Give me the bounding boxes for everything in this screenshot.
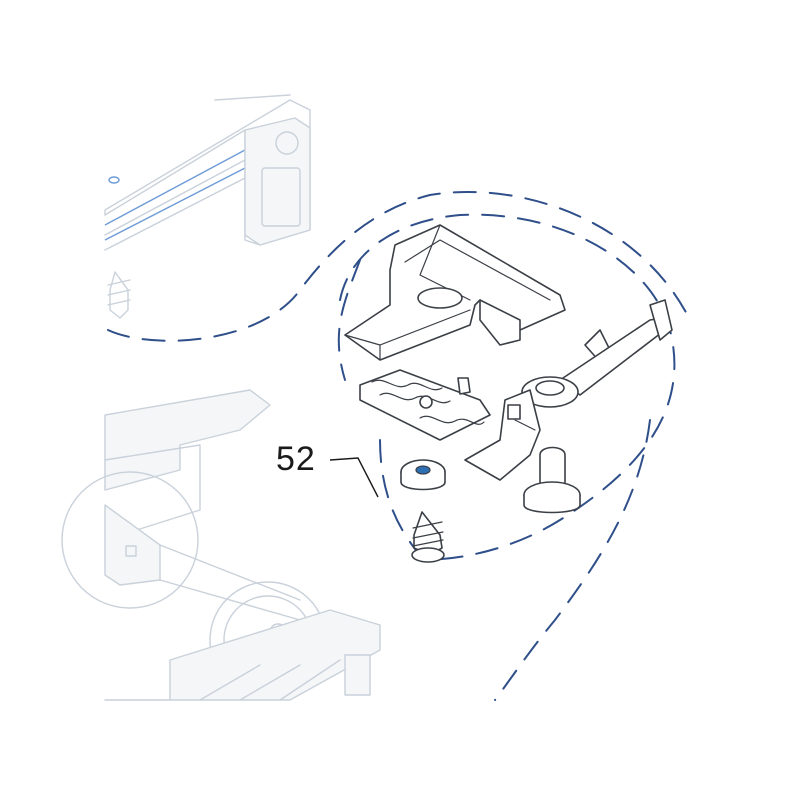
callout-number: 52 <box>276 440 316 478</box>
coupler-mount-plate <box>344 224 566 361</box>
washer-part-52 <box>400 459 446 491</box>
spring-plate <box>359 369 491 441</box>
ghost-screw-left <box>107 271 131 319</box>
callout-leader-line <box>329 457 379 498</box>
pivot-pin <box>523 446 581 514</box>
coupler-hook <box>464 299 673 481</box>
screw <box>411 511 445 563</box>
ghost-chassis <box>61 389 381 701</box>
ghost-frame-top <box>104 94 311 251</box>
